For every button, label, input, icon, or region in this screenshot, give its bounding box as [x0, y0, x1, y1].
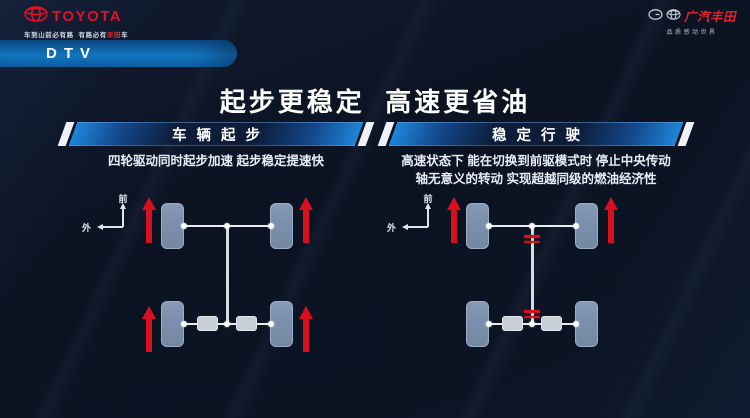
compass-left-arrow-icon [97, 223, 103, 230]
joint-dot [181, 321, 187, 327]
joint-dot [486, 223, 492, 229]
gac-slogan: 品质感动世界 [666, 30, 718, 36]
compass-front-label: 前 [423, 194, 433, 204]
drive-force-arrow-front-left [447, 197, 461, 244]
toyota-brand: TOYOTA 车到山前必有路 有路必有丰田车 [24, 6, 128, 39]
disconnect-bar [524, 315, 540, 318]
panel-stable-cruise-banner: 稳定行驶 [377, 122, 695, 146]
compass-left-line [102, 226, 123, 228]
panel-vehicle-start-title: 车辆起步 [172, 127, 270, 144]
drive-force-arrow-front-right [604, 197, 618, 244]
joint-dot [529, 223, 535, 229]
description-line: 高速状态下 能在切换到前驱模式时 停止中央传动 [401, 154, 671, 168]
gac-toyota-brand: 广汽丰田 品质感动世界 [648, 6, 736, 36]
compass-outer-label: 外 [387, 223, 397, 233]
description-line: 轴无意义的转动 实现超越同级的燃油经济性 [415, 172, 657, 186]
propshaft-disconnect-mark-rear [524, 310, 540, 321]
drive-force-arrow-rear-right [299, 306, 313, 353]
toyota-slogan: 车到山前必有路 有路必有丰田车 [24, 32, 129, 39]
drive-force-arrow-front-left [142, 197, 156, 244]
dtv-badge-label: DTV [46, 45, 97, 62]
compass-up-line [122, 206, 124, 227]
toyota-wordmark: TOYOTA [52, 8, 123, 25]
joint-dot [573, 321, 579, 327]
panel-stable-cruise: 稳定行驶 高速状态下 能在切换到前驱模式时 停止中央传动 轴无意义的转动 实现超… [377, 122, 695, 188]
page-title: 起步更稳定 高速更省油 [219, 87, 531, 117]
compass-left-arrow-icon [402, 223, 408, 230]
joint-dot [181, 223, 187, 229]
diagram-four-wheel-drive-start: 前 外 [80, 190, 360, 405]
gac-g-icon [648, 7, 663, 25]
propshaft-disconnect-mark-front [524, 235, 540, 246]
toyota-logo-icon [24, 6, 48, 27]
disconnect-bar [524, 310, 540, 313]
panel-stable-cruise-description: 高速状态下 能在切换到前驱模式时 停止中央传动 轴无意义的转动 实现超越同级的燃… [380, 152, 692, 188]
propeller-shaft [226, 225, 229, 325]
rear-coupling-left [197, 316, 218, 331]
propeller-shaft [531, 225, 534, 325]
rear-coupling-right [236, 316, 257, 331]
panel-vehicle-start: 车辆起步 四轮驱动同时起步加速 起步稳定提速快 [57, 122, 375, 170]
panel-stable-cruise-title: 稳定行驶 [492, 127, 590, 144]
panel-vehicle-start-description: 四轮驱动同时起步加速 起步稳定提速快 [60, 152, 372, 170]
description-line: 四轮驱动同时起步加速 起步稳定提速快 [108, 154, 324, 168]
compass-front-label: 前 [118, 194, 128, 204]
drive-force-arrow-rear-left [142, 306, 156, 353]
drive-force-arrow-front-right [299, 197, 313, 244]
gac-toyota-ellipse-icon [666, 7, 681, 25]
compass-outer-label: 外 [82, 223, 92, 233]
joint-dot [224, 321, 230, 327]
disconnect-bar [524, 235, 540, 238]
panel-vehicle-start-banner: 车辆起步 [57, 122, 375, 146]
rear-coupling-right [541, 316, 562, 331]
dtv-badge: DTV [0, 40, 237, 67]
joint-dot [268, 321, 274, 327]
joint-dot [486, 321, 492, 327]
joint-dot [268, 223, 274, 229]
rear-coupling-left [502, 316, 523, 331]
compass-up-line [427, 206, 429, 227]
joint-dot [529, 321, 535, 327]
joint-dot [224, 223, 230, 229]
diagram-front-drive-cruise: 前 外 [385, 190, 665, 405]
gac-wordmark: 广汽丰田 [683, 10, 736, 24]
disconnect-bar [524, 240, 540, 243]
compass-left-line [407, 226, 428, 228]
joint-dot [573, 223, 579, 229]
